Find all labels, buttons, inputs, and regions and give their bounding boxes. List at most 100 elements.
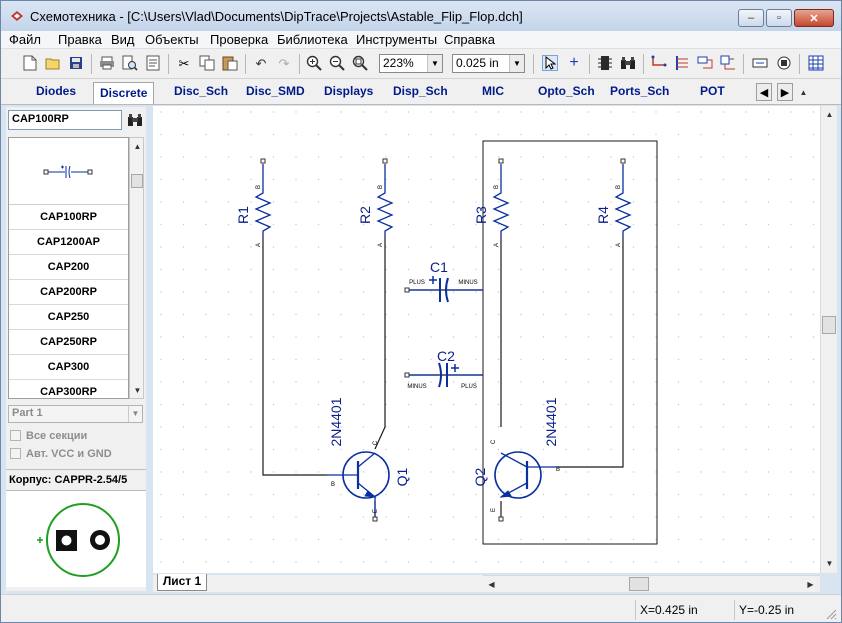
cursor-y-readout: Y=-0.25 in	[734, 600, 824, 620]
net-port-icon[interactable]	[697, 55, 713, 71]
list-item[interactable]: CAP300RP	[9, 380, 128, 398]
restore-button[interactable]: ▫	[766, 9, 792, 27]
menu-tools[interactable]: Инструменты	[356, 32, 438, 47]
part-select[interactable]: Part 1 ▼	[8, 405, 143, 423]
menu-file[interactable]: Файл	[9, 32, 41, 47]
report-icon[interactable]	[145, 55, 161, 71]
menu-verification[interactable]: Проверка	[210, 32, 269, 47]
svg-text:A: A	[256, 243, 262, 247]
tab-diodes[interactable]: Diodes	[36, 84, 77, 98]
new-file-icon[interactable]	[22, 55, 38, 71]
minimize-button[interactable]: –	[738, 9, 764, 27]
bus-icon[interactable]	[674, 55, 690, 71]
print-icon[interactable]	[99, 55, 115, 71]
menu-view[interactable]: Вид	[111, 32, 135, 47]
tab-disc-smd[interactable]: Disc_SMD	[246, 84, 305, 98]
cut-icon[interactable]: ✂	[178, 55, 190, 71]
schematic-canvas[interactable]: R1 B A R2 B A R3 B A	[153, 106, 820, 573]
toolbar-separator	[299, 54, 300, 74]
component-search-input[interactable]: CAP100RP	[8, 110, 122, 130]
wire	[262, 237, 327, 476]
erc-icon[interactable]	[776, 55, 792, 71]
chevron-left-icon[interactable]: ◀	[488, 580, 495, 589]
hierarchy-icon[interactable]	[720, 55, 736, 71]
menu-library[interactable]: Библиотека	[277, 32, 348, 47]
tab-disp-sch[interactable]: Disp_Sch	[393, 84, 448, 98]
canvas-horizontal-scrollbar[interactable]: ◀ ▶	[483, 575, 820, 592]
list-item[interactable]: CAP250RP	[9, 330, 128, 355]
tabs-scroll-right-icon[interactable]: ▶	[777, 83, 793, 101]
wire-icon[interactable]	[651, 55, 667, 71]
close-button[interactable]: ✕	[794, 9, 834, 27]
canvas-vertical-scrollbar[interactable]: ▲ ▼	[820, 106, 837, 573]
menu-edit[interactable]: Правка	[58, 32, 102, 47]
list-item[interactable]: CAP100RP	[9, 205, 128, 230]
tab-discrete[interactable]: Discrete	[93, 82, 155, 104]
auto-vcc-gnd-checkbox[interactable]: Авт. VCC и GND	[10, 448, 145, 462]
tab-ports-sch[interactable]: Ports_Sch	[610, 84, 670, 98]
resize-grip-icon[interactable]	[825, 608, 837, 620]
tab-pot[interactable]: POT	[700, 84, 725, 98]
all-sections-label: Все секции	[26, 430, 88, 442]
chevron-up-icon[interactable]: ▲	[825, 110, 834, 119]
print-preview-icon[interactable]	[122, 55, 138, 71]
scroll-thumb[interactable]	[629, 577, 649, 591]
redo-icon[interactable]: ↷	[278, 55, 290, 71]
tab-opto-sch[interactable]: Opto_Sch	[538, 84, 595, 98]
pointer-icon[interactable]	[542, 55, 558, 71]
component-list-scrollbar[interactable]: ▲ ▼	[129, 137, 144, 399]
scroll-thumb[interactable]	[131, 174, 143, 188]
binoculars-icon[interactable]	[126, 111, 144, 129]
minimize-icon: –	[747, 12, 755, 24]
list-item[interactable]: CAP200RP	[9, 280, 128, 305]
copy-icon[interactable]	[199, 55, 215, 71]
paste-icon[interactable]	[222, 55, 238, 71]
zoom-combo[interactable]: 223% ▼	[379, 54, 443, 73]
cross-cursor-icon[interactable]: +	[569, 54, 579, 71]
list-item[interactable]: CAP200	[9, 255, 128, 280]
sheet-border	[482, 140, 658, 545]
chevron-up-icon[interactable]: ▲	[799, 88, 808, 97]
zoom-in-icon[interactable]	[306, 55, 322, 71]
grid-combo[interactable]: 0.025 in ▼	[452, 54, 525, 73]
spreadsheet-icon[interactable]	[808, 55, 824, 71]
zoom-out-icon[interactable]	[329, 55, 345, 71]
convert-to-pcb-icon[interactable]	[752, 55, 768, 71]
chevron-down-icon[interactable]: ▼	[427, 55, 442, 72]
resistor-r1-label: R1	[235, 206, 251, 224]
open-folder-icon[interactable]	[45, 55, 61, 71]
tab-mic[interactable]: MIC	[482, 84, 504, 98]
resistor-r2: R2 B A	[357, 158, 394, 247]
tabs-scroll-left-icon[interactable]: ◀	[756, 83, 772, 101]
chevron-down-icon[interactable]: ▼	[509, 55, 524, 72]
zoom-fit-icon[interactable]	[352, 55, 368, 71]
place-component-icon[interactable]	[597, 55, 613, 71]
all-sections-checkbox[interactable]: Все секции	[10, 430, 145, 444]
tab-displays[interactable]: Displays	[324, 84, 374, 98]
save-icon[interactable]	[68, 55, 84, 71]
chevron-up-icon[interactable]: ▲	[133, 142, 142, 151]
close-icon: ✕	[809, 12, 819, 25]
package-label: Корпус: CAPPR-2.54/5	[6, 469, 146, 491]
transistor-q1: Q1 2N4401 B C E	[327, 397, 410, 522]
chevron-down-icon[interactable]: ▼	[825, 559, 834, 568]
sheet-tab-1[interactable]: Лист 1	[157, 574, 207, 591]
list-item[interactable]: CAP1200AP	[9, 230, 128, 255]
list-item[interactable]: CAP250	[9, 305, 128, 330]
tab-disc-sch[interactable]: Disc_Sch	[174, 84, 229, 98]
chevron-down-icon[interactable]: ▼	[128, 406, 142, 422]
undo-icon[interactable]: ↶	[255, 55, 267, 71]
menu-bar: Файл Правка Вид Объекты Проверка Библиот…	[1, 31, 841, 49]
menu-objects[interactable]: Объекты	[145, 32, 199, 47]
list-item[interactable]: CAP300	[9, 355, 128, 380]
menu-help[interactable]: Справка	[444, 32, 495, 47]
component-list: CAP100RP CAP1200AP CAP200 CAP200RP CAP25…	[8, 137, 129, 399]
find-component-icon[interactable]	[620, 55, 636, 71]
capacitor-c2: C2 MINUS PLUS	[404, 348, 483, 390]
scroll-thumb[interactable]	[822, 316, 836, 334]
toolbar-separator	[643, 54, 644, 74]
chevron-right-icon[interactable]: ▶	[807, 580, 814, 589]
checkbox-box[interactable]	[10, 448, 21, 459]
checkbox-box[interactable]	[10, 430, 21, 441]
chevron-down-icon[interactable]: ▼	[133, 386, 142, 395]
